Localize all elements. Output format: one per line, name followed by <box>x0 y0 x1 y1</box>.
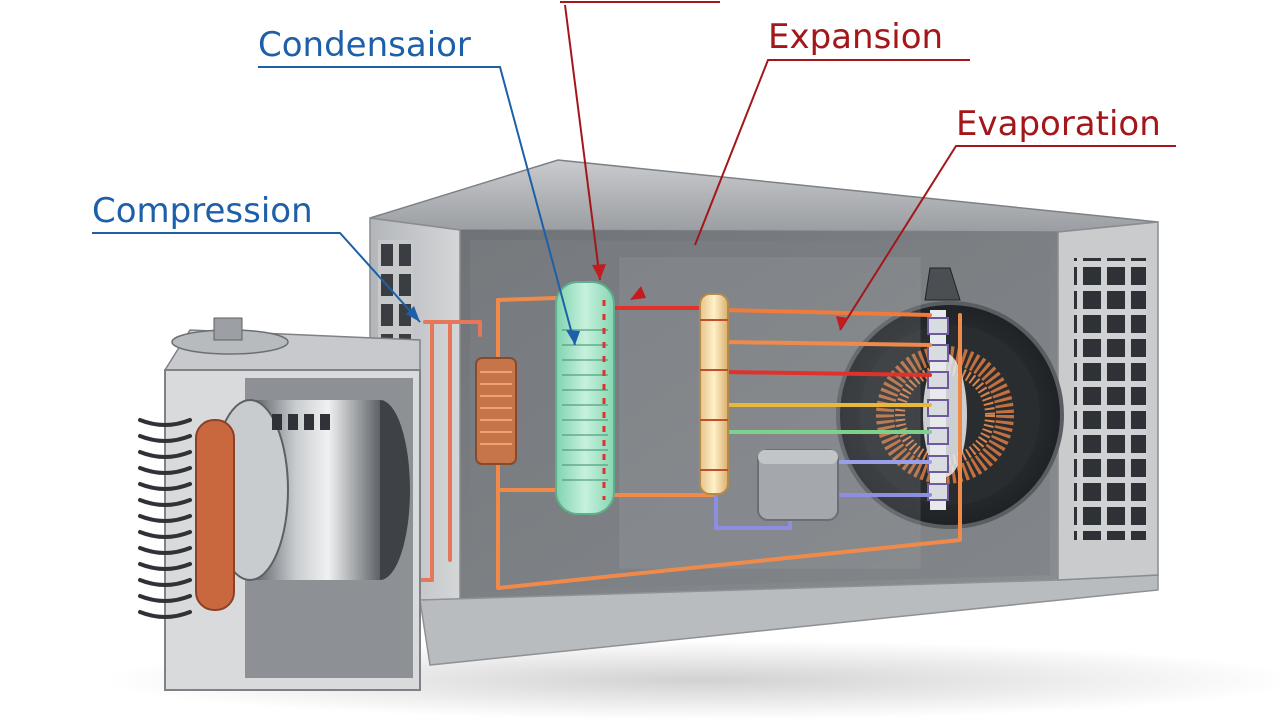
expansion-label: Expansion <box>768 17 944 57</box>
condensaior-arrowhead <box>566 330 580 345</box>
compression-label: Compression <box>92 191 313 231</box>
compression-arrowhead <box>406 306 420 322</box>
expansion-valve-tube <box>699 293 729 495</box>
small-heat-exchanger <box>475 357 517 465</box>
compressor-dome-bracket <box>213 317 243 341</box>
condensaior-callout-line <box>258 66 576 346</box>
right-panel-grille <box>1074 258 1146 540</box>
compressor-copper-flange <box>195 419 235 611</box>
evaporation-label: Evaporation <box>956 104 1161 144</box>
expansion-valve-rings <box>700 319 728 471</box>
condenser-coil <box>555 281 615 515</box>
control-box-top <box>758 450 838 464</box>
fan-top-fitting <box>924 267 961 301</box>
evaporation-arrowhead <box>836 316 848 330</box>
pipe-expansion-out-3 <box>722 370 932 377</box>
evaporation-callout-line <box>839 145 1176 331</box>
housing-top-panel <box>369 159 1159 233</box>
glass-divider <box>619 257 921 569</box>
callout-lines <box>92 1 1176 346</box>
small-exchanger-fins <box>480 371 512 445</box>
pipe-left-top <box>423 320 482 337</box>
pipe-loop-top <box>496 296 558 302</box>
pipe-purple-loop <box>714 493 792 530</box>
compressor-connectors <box>272 414 330 430</box>
pipe-expansion-out-1 <box>722 308 932 317</box>
callout-arrowheads <box>406 264 848 345</box>
condenser-coil-fins <box>562 329 608 481</box>
pipe-expansion-out-2 <box>722 340 932 347</box>
top-arrowhead <box>592 264 606 280</box>
top-callout-leader <box>564 4 601 281</box>
compressor-cooling-fins <box>138 418 192 619</box>
fan-motor-connectors <box>927 317 949 501</box>
expansion-arrowhead <box>630 286 646 300</box>
compression-callout-line <box>92 232 421 323</box>
expansion-callout-line <box>694 59 970 246</box>
condensaior-label: Condensaior <box>258 25 471 65</box>
